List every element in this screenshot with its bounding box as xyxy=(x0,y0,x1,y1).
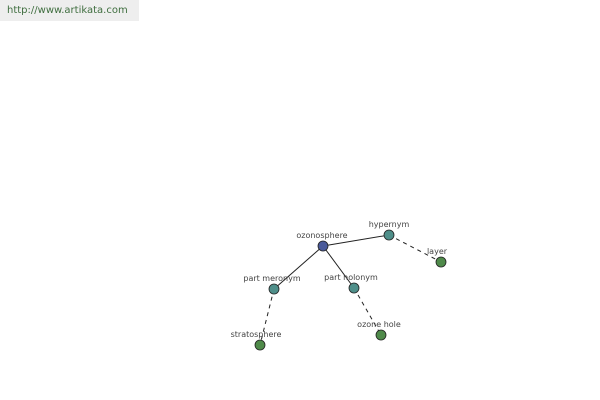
label-part-holonym: part holonym xyxy=(324,273,378,282)
label-ozone-hole: ozone hole xyxy=(357,320,401,329)
node-part-holonym[interactable] xyxy=(348,282,360,294)
node-stratosphere[interactable] xyxy=(254,339,266,351)
edge-ozonosphere-hypernym xyxy=(322,234,390,247)
label-stratosphere: stratosphere xyxy=(231,330,282,339)
edge-part-holonym-ozone-hole xyxy=(353,287,382,336)
node-ozone-hole[interactable] xyxy=(375,329,387,341)
label-part-meronym: part meronym xyxy=(243,274,300,283)
edge-hypernym-layer xyxy=(388,234,442,263)
node-part-meronym[interactable] xyxy=(268,283,280,295)
edge-ozonosphere-part-holonym xyxy=(322,245,355,289)
edge-ozonosphere-part-meronym xyxy=(273,245,324,290)
label-ozonosphere: ozonosphere xyxy=(296,231,347,240)
label-layer: layer xyxy=(427,247,448,256)
node-layer[interactable] xyxy=(435,256,447,268)
node-hypernym[interactable] xyxy=(383,229,395,241)
label-hypernym: hypernym xyxy=(369,220,410,229)
edge-part-meronym-stratosphere xyxy=(259,288,275,346)
node-ozonosphere[interactable] xyxy=(317,240,329,252)
source-url[interactable]: http://www.artikata.com xyxy=(0,0,139,21)
